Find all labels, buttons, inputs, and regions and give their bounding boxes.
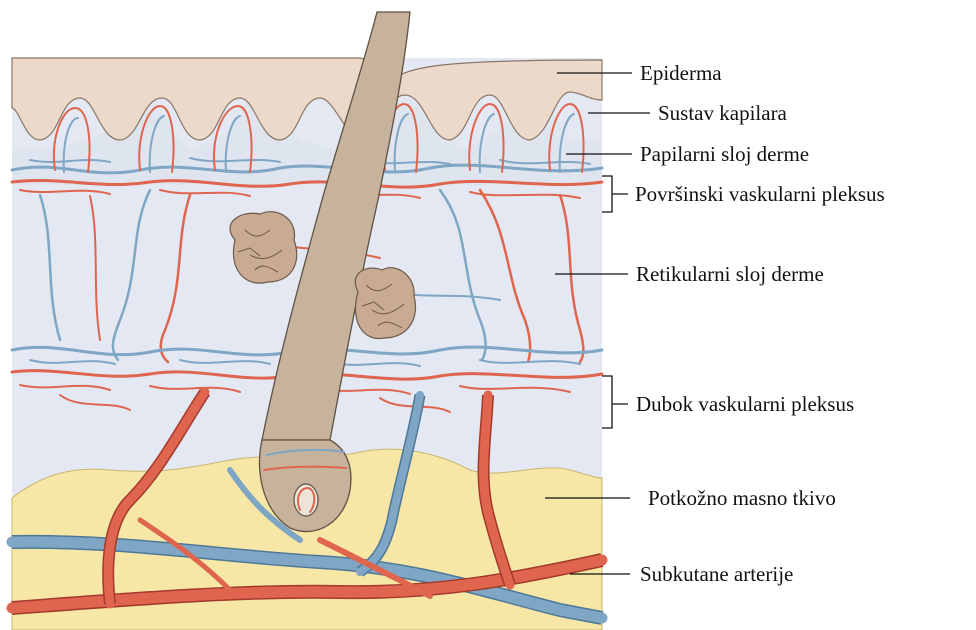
label-retikularni-sloj: Retikularni sloj derme: [636, 262, 824, 286]
label-dubok-pleksus: Dubok vaskularni pleksus: [636, 392, 854, 416]
label-povrsinski-pleksus: Površinski vaskularni pleksus: [635, 182, 885, 206]
label-subkutane-arterije: Subkutane arterije: [640, 562, 793, 586]
sebaceous-gland-left: [230, 212, 297, 283]
label-sustav-kapilara: Sustav kapilara: [658, 101, 788, 125]
label-potkozno-tkivo: Potkožno masno tkivo: [648, 486, 836, 510]
sebaceous-gland-right: [355, 268, 415, 339]
label-epiderma: Epiderma: [640, 61, 722, 85]
label-papilarni-sloj: Papilarni sloj derme: [640, 142, 809, 166]
